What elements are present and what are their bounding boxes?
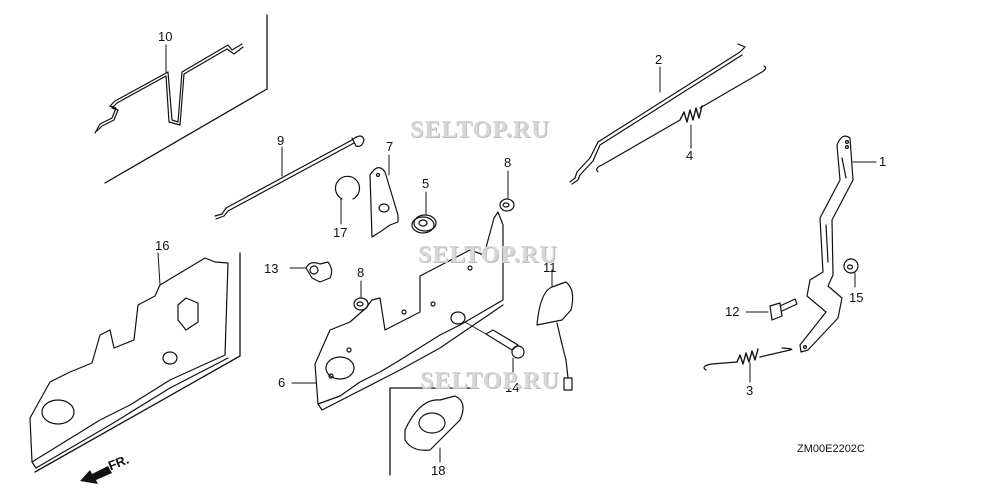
frame-lines [34,14,479,476]
callout-12: 12 [725,304,740,319]
callout-3: 3 [746,383,754,398]
callout-16: 17 [333,225,348,240]
part-8-nut-upper [499,170,515,212]
part-12-bolt [745,298,798,321]
front-direction-arrow-icon [80,466,112,484]
callout-8-upper: 8 [504,155,512,170]
part-14-clip [289,261,333,283]
part-5-washer [411,191,437,234]
callout-8-lower: 8 [357,265,365,280]
watermark-top: SELTOP.RU [410,117,550,143]
callout-7: 7 [386,139,394,154]
callout-10: 10 [158,29,173,44]
part-9-rod [214,135,365,220]
watermark-bottom: SELTOP.RU [420,368,560,394]
part-1-arm [799,135,877,353]
part-7-plate [369,154,399,238]
part-11-switch [536,269,574,391]
callout-17: 16 [155,238,170,253]
callout-18: 18 [431,463,446,478]
part-13-bolt [464,321,525,379]
callout-2: 2 [655,52,663,67]
diagram-code: ZM00E2202C [797,443,865,455]
callout-5: 5 [422,176,430,191]
part-2-rod [569,43,746,185]
part-15-nut [843,258,859,288]
watermark-middle: SELTOP.RU [418,242,558,268]
part-6-base-plate [291,211,504,411]
part-8-nut-lower [353,280,369,311]
callout-11: 11 [543,260,557,275]
part-3-spring [703,347,793,383]
callout-9: 9 [277,133,285,148]
part-17-assembly [29,252,229,469]
part-10-wire-rod [94,43,244,134]
callout-13: 14 [505,380,520,395]
part-18-gasket [404,395,464,463]
callout-4: 4 [686,148,694,163]
part-4-spring [596,65,767,173]
part-16-circlip [334,175,361,225]
callout-14: 13 [264,261,279,276]
callout-15: 15 [849,290,864,305]
callout-6: 6 [278,375,286,390]
callout-1: 1 [879,154,887,169]
